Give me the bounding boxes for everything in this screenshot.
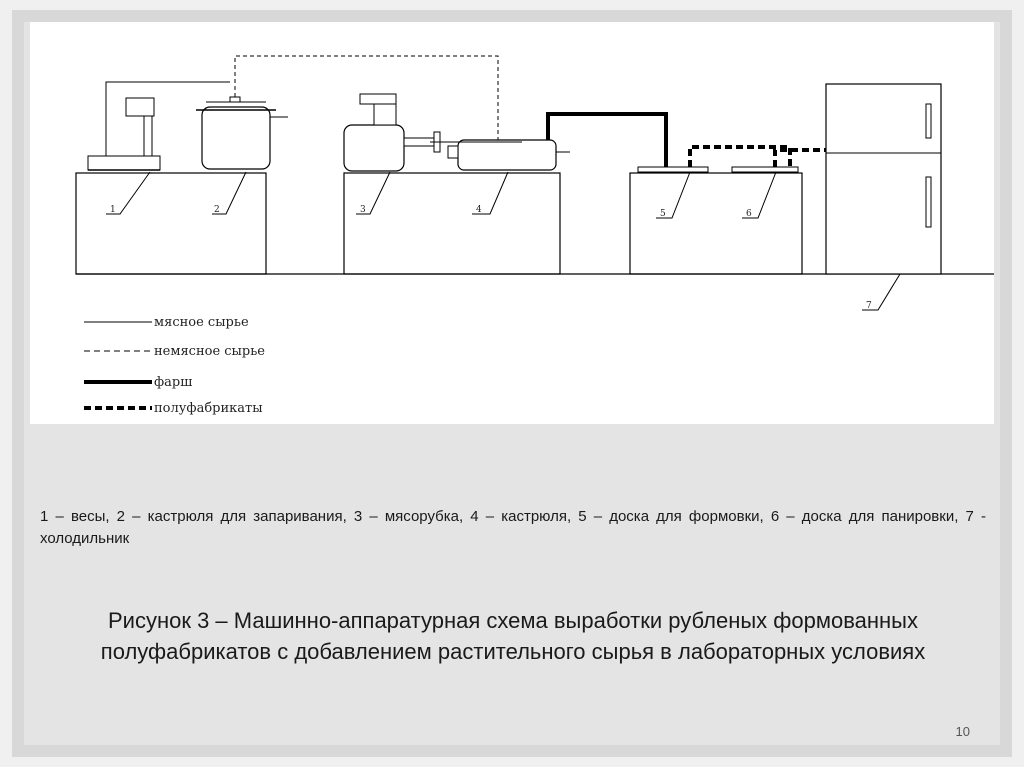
table-2 [343,172,561,275]
equipment-caption: 1 – весы, 2 – кастрюля для запаривания, … [40,508,986,547]
label-7: 7 [866,301,872,311]
number-leaders [106,171,901,311]
label-5: 5 [660,209,666,219]
legend: мясное сырье немясное сырье фарш полуфаб… [84,315,265,416]
equipment-diagram: 1 2 3 4 5 6 7 мясное сырье немясное сырь… [30,22,994,424]
diagram-svg: 1 2 3 4 5 6 7 мясное сырье немясное сырь… [75,55,994,416]
meat-grinder-icon [343,93,441,172]
legend-label-semi-finished: полуфабрикаты [154,401,263,416]
breading-board-icon [731,166,799,173]
label-4: 4 [476,205,482,215]
pot-icon [447,139,570,171]
forming-board-icon [637,166,709,173]
figure-title: Рисунок 3 – Машинно-аппаратурная схема в… [100,608,926,664]
flow-semi-finished [688,145,792,167]
legend-label-meat: мясное сырье [154,315,249,330]
flow-non-meat [234,55,499,140]
label-6: 6 [746,209,752,219]
legend-label-minced: фарш [154,375,192,390]
scales-icon [87,97,161,171]
legend-label-non-meat: немясное сырье [154,344,265,359]
page-number: 10 [955,724,970,739]
flow-meat [105,81,230,156]
steaming-pot-icon [196,96,288,170]
table-3 [629,172,803,275]
flow-minced-meat [546,112,668,167]
table-1 [75,172,267,275]
flow-semi-finished-to-fridge [773,148,826,167]
label-2: 2 [214,205,220,215]
refrigerator-icon [825,83,942,275]
label-1: 1 [110,205,116,215]
label-3: 3 [360,205,366,215]
